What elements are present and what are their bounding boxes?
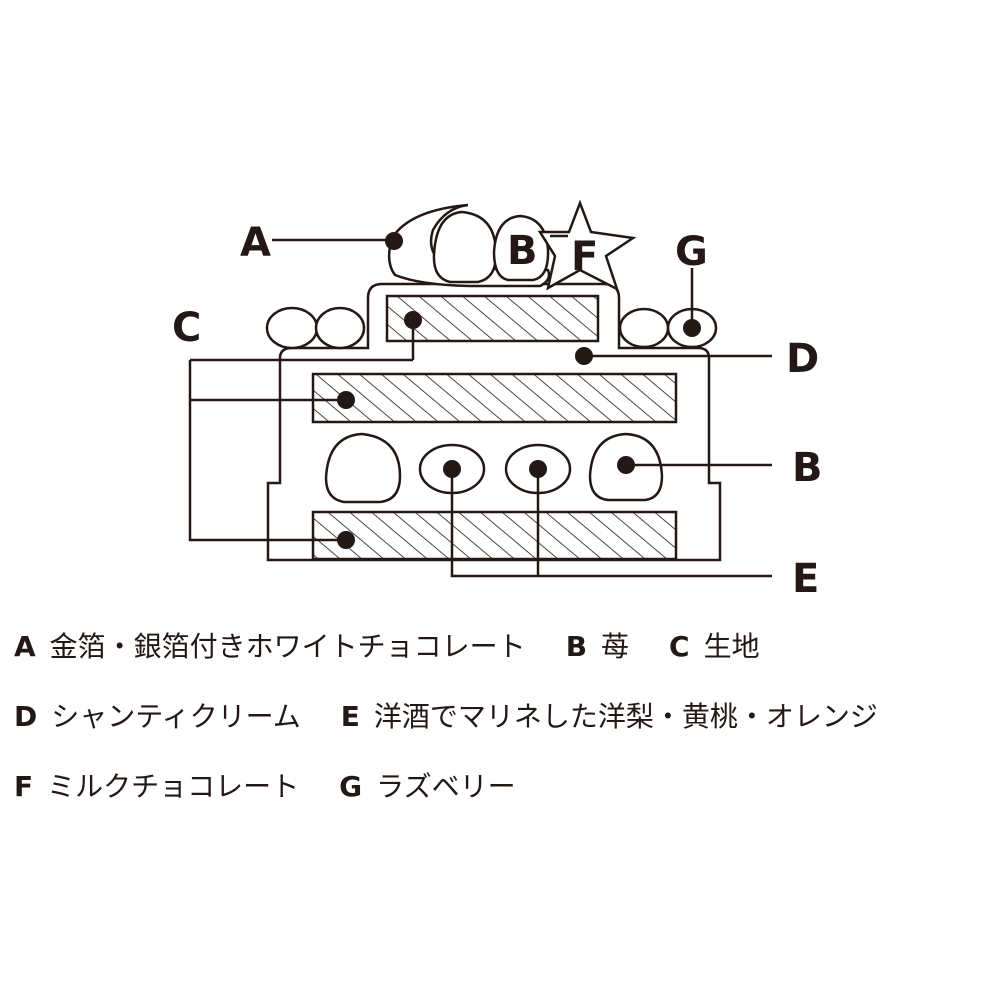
legend-key: E — [340, 700, 360, 733]
legend-key: F — [14, 770, 34, 803]
dot-c-bottom — [337, 531, 355, 549]
filling-strawberry-left — [324, 432, 402, 504]
dot-b-right — [617, 456, 635, 474]
label-a: A — [240, 220, 271, 266]
cake-cross-section-diagram: A B F G C D B E — [172, 199, 823, 602]
legend-text: ミルクチョコレート — [47, 770, 300, 803]
label-d: D — [786, 336, 819, 382]
legend-item-e: E 洋酒でマリネした洋梨・黄桃・オレンジ — [341, 700, 878, 733]
legend-line-3: F ミルクチョコレート G ラズベリー — [14, 752, 1000, 822]
label-b-top: B — [507, 228, 538, 274]
legend-item-d: D シャンティクリーム — [14, 700, 301, 733]
legend-item-f: F ミルクチョコレート — [14, 770, 299, 803]
sponge-layer-middle — [311, 372, 678, 424]
legend-key: B — [565, 630, 588, 663]
legend-line-2: D シャンティクリーム E 洋酒でマリネした洋梨・黄桃・オレンジ — [14, 682, 1000, 752]
milk-chocolate-star — [537, 199, 637, 292]
legend-key: G — [339, 770, 363, 803]
legend-item-g: G ラズベリー — [339, 770, 515, 803]
label-f: F — [571, 234, 598, 280]
legend-text: 苺 — [601, 630, 630, 663]
label-c: C — [172, 305, 201, 351]
legend-text: 金箔・銀箔付きホワイトチョコレート — [49, 630, 526, 663]
label-g: G — [675, 229, 708, 275]
legend-text: 洋酒でマリネした洋梨・黄桃・オレンジ — [373, 700, 878, 733]
legend-key: C — [669, 630, 690, 663]
label-e: E — [792, 556, 819, 602]
berry-left-2 — [314, 306, 366, 350]
dot-c-top — [404, 311, 422, 329]
legend-key: A — [14, 630, 36, 663]
legend-item-a: A 金箔・銀箔付きホワイトチョコレート — [14, 630, 526, 663]
berry-right-1 — [618, 307, 670, 349]
dot-c-middle — [337, 391, 355, 409]
sponge-layer-bottom — [311, 510, 678, 561]
legend-text: シャンティクリーム — [51, 700, 301, 733]
legend-text: 生地 — [703, 630, 760, 663]
berry-left-1 — [265, 306, 319, 350]
label-b-right: B — [792, 445, 823, 491]
dot-e-1 — [443, 460, 461, 478]
legend-key: D — [14, 700, 38, 733]
dot-g — [683, 319, 701, 337]
dot-a — [385, 232, 403, 250]
top-strawberry-left — [432, 210, 498, 284]
dot-d — [575, 347, 593, 365]
legend-item-c: C 生地 — [669, 630, 760, 663]
sponge-layer-top — [385, 294, 600, 343]
dot-e-2 — [529, 460, 547, 478]
legend-text: ラズベリー — [376, 770, 516, 803]
leader-lines — [188, 234, 772, 578]
